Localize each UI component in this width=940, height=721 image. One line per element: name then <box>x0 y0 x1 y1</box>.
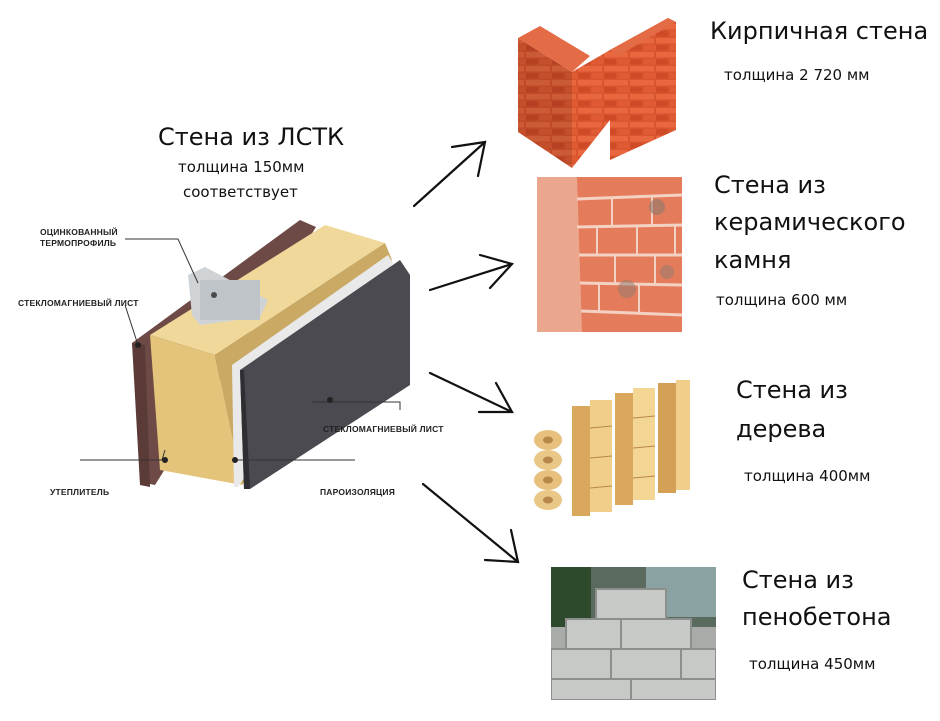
target-wood-title-1: Стена из <box>736 376 848 404</box>
source-thickness: толщина 150мм <box>178 158 305 176</box>
lstk-wall-diagram <box>80 220 410 489</box>
wood-wall-image <box>534 380 690 516</box>
target-concrete-title-2: пенобетона <box>742 603 892 631</box>
target-brick-title: Кирпичная стена <box>710 17 929 45</box>
target-ceramic-title-1: Стена из <box>714 171 826 199</box>
target-concrete-thickness: толщина 450мм <box>749 655 876 673</box>
target-wood-title-2: дерева <box>736 415 827 443</box>
label-sheet-left: СТЕКЛОМАГНИЕВЫЙ ЛИСТ <box>18 298 139 308</box>
insulation-front <box>150 335 242 485</box>
source-title: Стена из ЛСТК <box>158 123 345 151</box>
label-profile-1: ОЦИНКОВАННЫЙ <box>40 227 118 237</box>
label-insulation: УТЕПЛИТЕЛЬ <box>50 487 110 497</box>
label-profile-2: ТЕРМОПРОФИЛЬ <box>40 238 117 248</box>
aerated-concrete-image <box>551 567 716 700</box>
target-ceramic-title-3: камня <box>714 246 792 274</box>
ceramic-wall-image <box>537 177 682 332</box>
label-sheet-right: СТЕКЛОМАГНИЕВЫЙ ЛИСТ <box>323 424 444 434</box>
target-ceramic-title-2: керамического <box>714 208 906 236</box>
target-brick-thickness: толщина 2 720 мм <box>724 66 870 84</box>
target-wood-thickness: толщина 400мм <box>744 467 871 485</box>
front-board <box>240 260 410 489</box>
label-vapor-barrier: ПАРОИЗОЛЯЦИЯ <box>320 487 396 497</box>
target-concrete-title-1: Стена из <box>742 566 854 594</box>
brick-wall-image <box>518 18 676 168</box>
source-relation: соответствует <box>183 183 298 201</box>
target-ceramic-thickness: толщина 600 мм <box>716 291 848 309</box>
